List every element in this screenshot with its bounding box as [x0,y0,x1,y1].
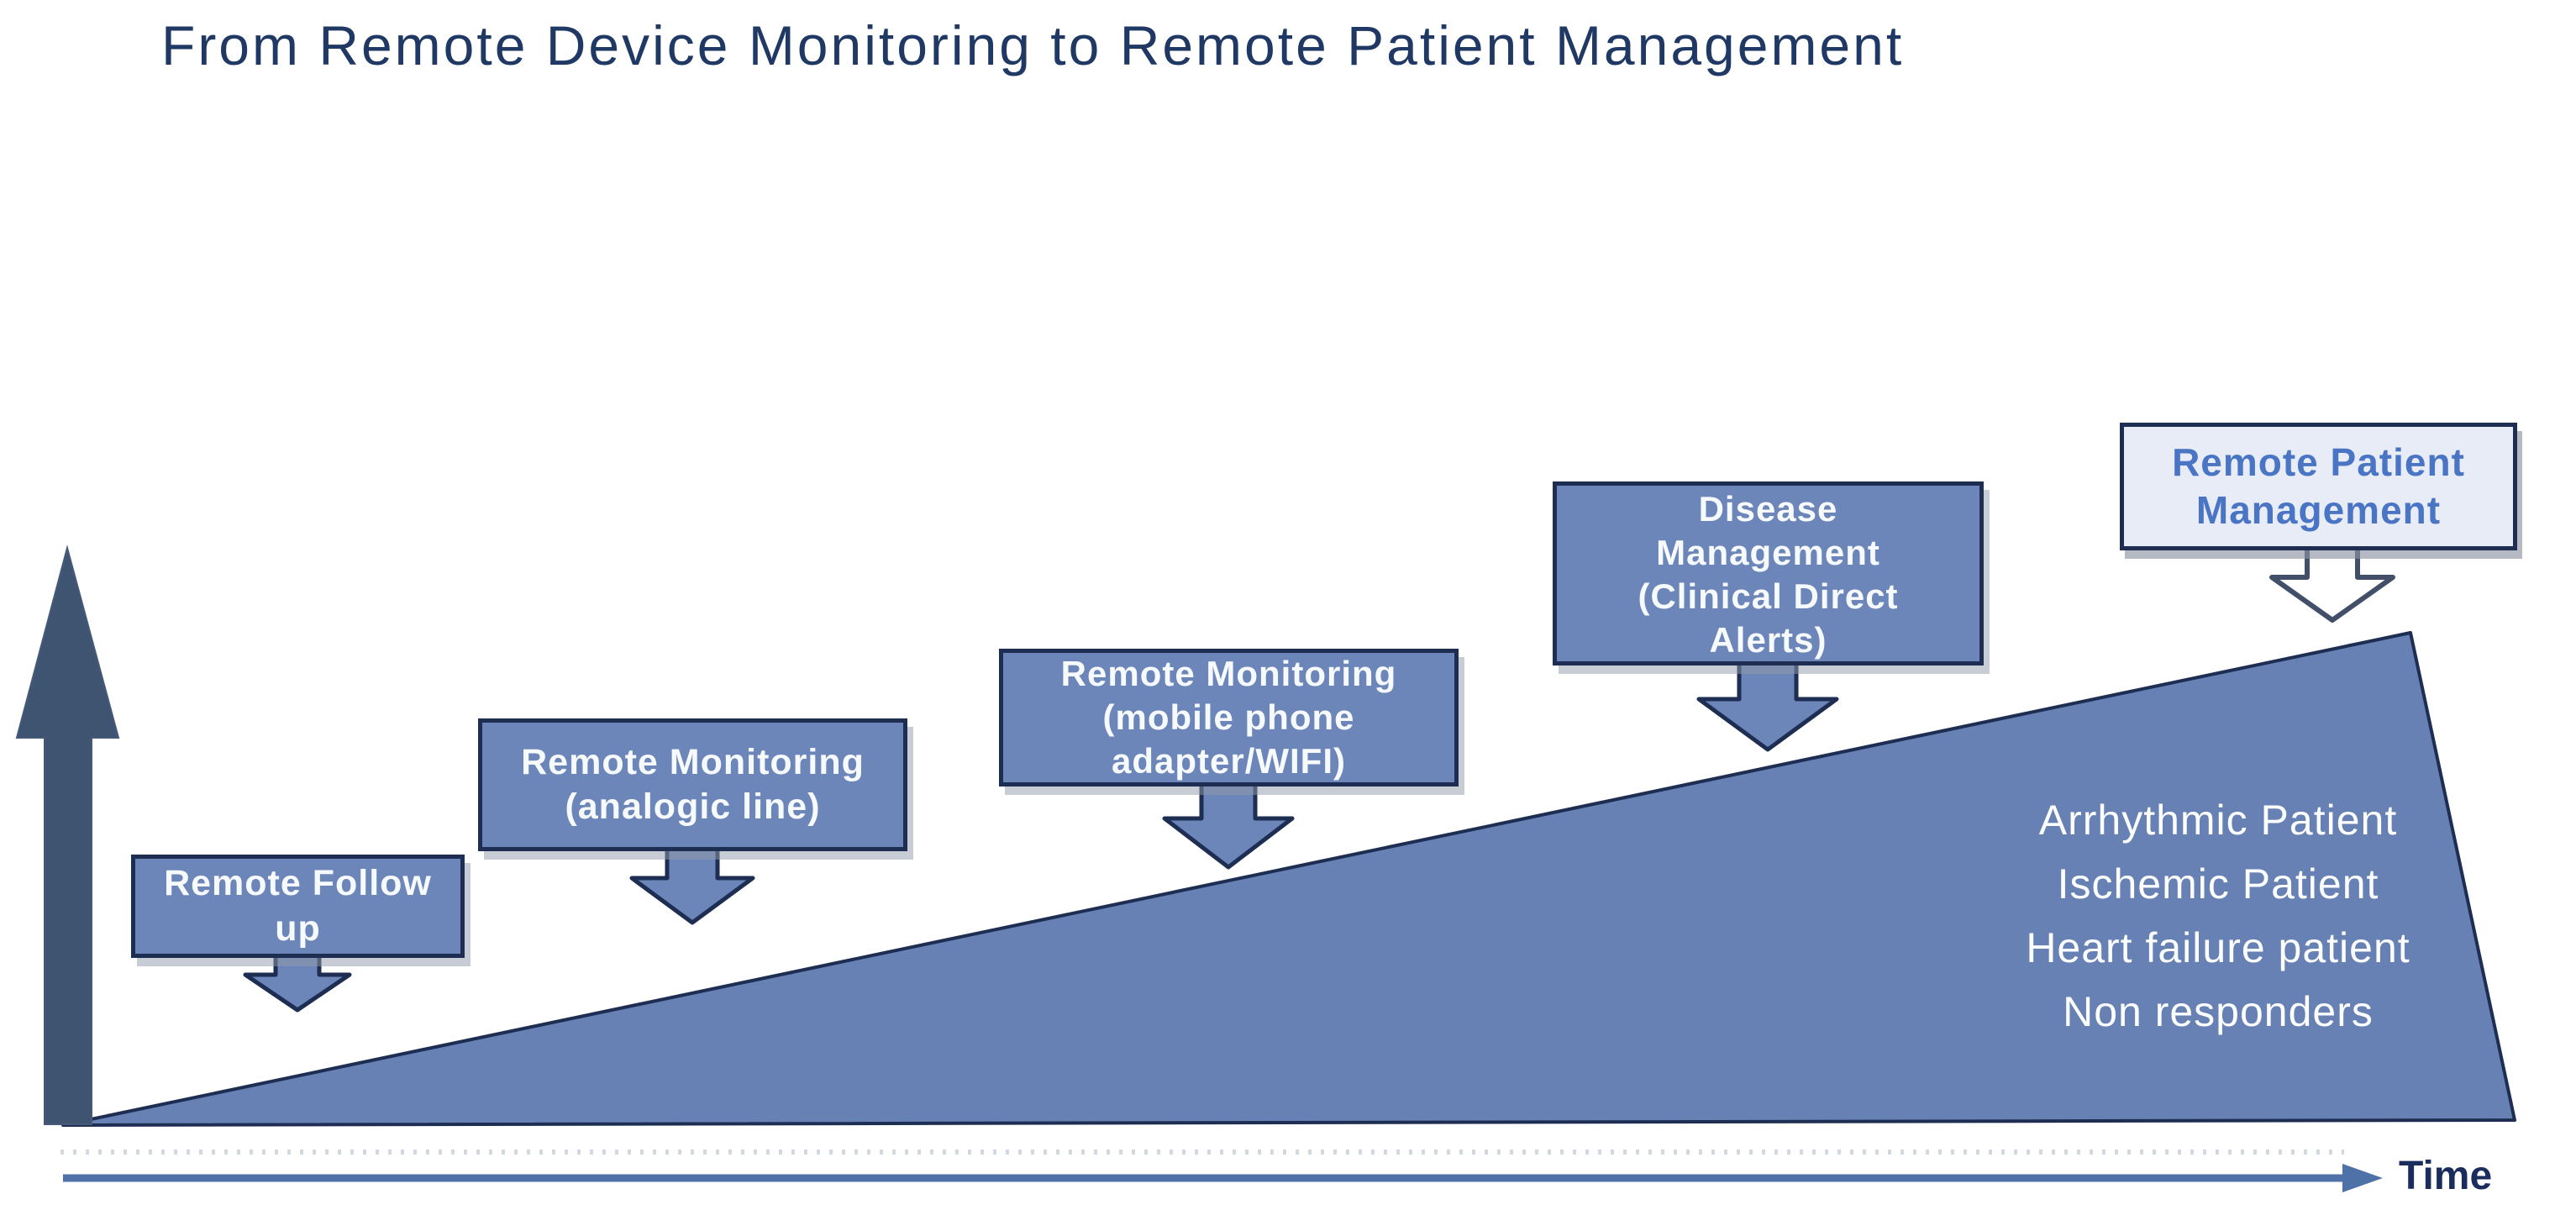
growth-triangle [61,631,2516,1127]
stage-box-label-line: (mobile phone [1102,697,1355,737]
down-arrow-icon [1162,781,1295,870]
stage-box-remote-monitoring-mobile: Remote Monitoring (mobile phone adapter/… [999,649,1459,786]
outline-down-arrow-icon [2269,544,2395,623]
stage-box-disease-management: Disease Management (Clinical Direct Aler… [1553,481,1984,666]
patient-group-label: Heart failure patient [2026,924,2410,971]
stage-box-label-line: adapter/WIFI) [1111,741,1346,781]
stage-box-label-line: Remote Monitoring [521,741,865,782]
patient-group-label: Arrhythmic Patient [2038,797,2398,844]
stage-box-label-line: up [275,908,321,949]
down-arrow-icon [1696,660,1839,752]
stage-box-label-line: Remote Monitoring [1060,653,1397,693]
stage-box-remote-follow-up: Remote Follow up [131,855,465,958]
stage-box-label-line: Management [2195,488,2442,532]
stage-box-label-line: Alerts) [1709,620,1827,660]
stage-box-remote-monitoring-analogic: Remote Monitoring (analogic line) [478,718,907,851]
page-title: From Remote Device Monitoring to Remote … [161,14,1905,76]
stage-box-label-line: (Clinical Direct [1638,576,1899,617]
stage-box-remote-patient-management: Remote Patient Management [2120,423,2517,550]
time-axis-arrowhead-icon [2342,1164,2383,1192]
patient-group-label: Non responders [2063,988,2374,1035]
stage-box-label-line: Remote Patient [2172,439,2465,484]
patient-group-label: Ischemic Patient [2057,860,2379,908]
stage-box-label-line: Management [1656,533,1880,573]
stage-box-label-line: Disease [1698,489,1838,529]
down-arrow-icon [243,952,352,1013]
time-axis-label: Time [2399,1154,2493,1198]
down-arrow-icon [629,845,755,925]
stage-box-label-line: Remote Follow [164,863,432,904]
triangle-patient-groups: Arrhythmic Patient Ischemic Patient Hear… [1958,788,2479,1044]
up-arrow-icon [15,544,120,1125]
stage-box-label-line: (analogic line) [565,786,821,827]
